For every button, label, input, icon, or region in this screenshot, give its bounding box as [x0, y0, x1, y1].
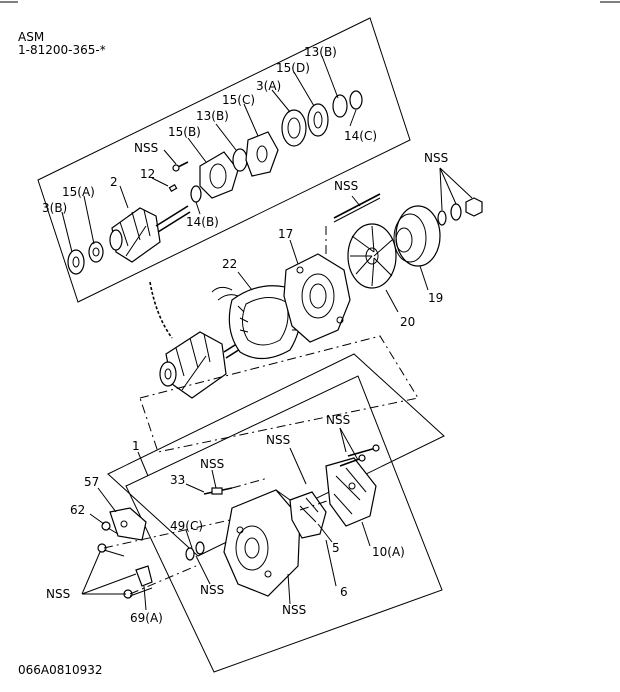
collar-14c — [349, 90, 363, 110]
callout-1: 1 — [132, 439, 140, 453]
callout-69a: 69(A) — [130, 611, 163, 625]
callout-labels: 13(B) 15(D) 3(A) 15(C) 13(B) 15(B) 14(C)… — [42, 45, 448, 625]
callout-33: 33 — [170, 473, 185, 487]
callout-14c: 14(C) — [344, 129, 377, 143]
callout-10a: 10(A) — [372, 545, 405, 559]
screws-nss-right — [339, 444, 380, 467]
spacer-15a — [88, 241, 104, 263]
screws-nss-left — [97, 543, 153, 599]
callout-22: 22 — [222, 257, 237, 271]
callout-49c: 49(C) — [170, 519, 203, 533]
rear-assembly-box-inner — [139, 335, 419, 453]
rotor-assembly-box — [37, 17, 411, 303]
bearing-3a — [281, 109, 307, 147]
bracket-57 — [109, 507, 147, 541]
callout-nss-bolt: NSS — [334, 179, 358, 193]
rear-frame-box — [125, 375, 443, 673]
callout-17: 17 — [278, 227, 293, 241]
asm-label: ASM — [18, 30, 44, 44]
washer-13b-mid — [232, 148, 248, 172]
screw-nss-top — [172, 161, 189, 172]
callout-nss-right: NSS — [424, 151, 448, 165]
washers-49c — [185, 541, 205, 561]
nut-washers-nss — [437, 197, 483, 226]
callout-3b: 3(B) — [42, 201, 67, 215]
transition-arc — [149, 281, 173, 339]
callout-14b: 14(B) — [186, 215, 219, 229]
callout-nss-top: NSS — [134, 141, 158, 155]
callout-3a: 3(A) — [256, 79, 281, 93]
callout-nss-brush: NSS — [266, 433, 290, 447]
callout-62: 62 — [70, 503, 85, 517]
washer-13b-top — [332, 94, 348, 118]
callout-2: 2 — [110, 175, 118, 189]
fan-20 — [347, 223, 397, 289]
plate-15c — [245, 131, 279, 177]
leader-lines — [61, 55, 473, 611]
clip-69a — [135, 565, 153, 587]
spacer-15d — [307, 103, 329, 137]
callout-20: 20 — [400, 315, 415, 329]
callout-15c: 15(C) — [222, 93, 255, 107]
terminal-bolt-33 — [203, 487, 233, 495]
callout-6: 6 — [340, 585, 348, 599]
callout-13b-top: 13(B) — [304, 45, 337, 59]
callout-nss-left: NSS — [46, 587, 70, 601]
drawing-code: 066A0810932 — [18, 663, 103, 677]
callout-19: 19 — [428, 291, 443, 305]
asm-number: 1-81200-365-* — [18, 43, 106, 57]
callout-12: 12 — [140, 167, 155, 181]
callout-nss-frame: NSS — [282, 603, 306, 617]
callout-15b: 15(B) — [168, 125, 201, 139]
rotor-assembly — [109, 205, 191, 263]
stator-22 — [211, 285, 302, 360]
callout-nss-screw: NSS — [326, 413, 350, 427]
rear-assembly-box-outer — [107, 353, 445, 557]
washer-14b — [190, 185, 202, 203]
retainer-plate-15b — [199, 151, 239, 199]
pulley-19 — [393, 205, 441, 267]
through-bolt-nss — [325, 193, 381, 254]
rotor-lower — [159, 331, 249, 399]
callout-57: 57 — [84, 475, 99, 489]
brush-holder — [289, 491, 327, 539]
callout-15a: 15(A) — [62, 185, 95, 199]
callout-13b-mid: 13(B) — [196, 109, 229, 123]
callout-5: 5 — [332, 541, 340, 555]
front-frame-17 — [283, 253, 351, 343]
key-12 — [168, 183, 178, 193]
callout-nss-49: NSS — [200, 583, 224, 597]
assembly-dash-lines — [103, 477, 331, 595]
callout-nss-33: NSS — [200, 457, 224, 471]
rectifier-10a — [325, 457, 377, 527]
bearing-3b — [67, 249, 85, 275]
callout-15d: 15(D) — [276, 61, 310, 75]
